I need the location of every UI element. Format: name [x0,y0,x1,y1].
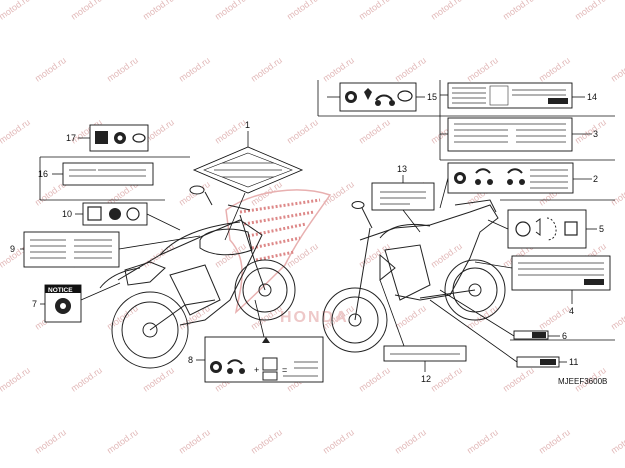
label-12 [383,345,467,362]
watermark-text: motod.ru [429,365,464,394]
watermark-text: motod.ru [249,55,284,84]
svg-text:+: + [254,365,259,375]
label-11 [516,356,560,368]
watermark-text: motod.ru [609,179,625,208]
label-13 [371,182,435,211]
watermark-text: motod.ru [105,55,140,84]
watermark-text: motod.ru [465,303,500,332]
label-5 [507,209,587,249]
callout-6: 6 [562,331,567,341]
watermark-text: motod.ru [393,303,428,332]
brand-text: HONDA [280,309,349,326]
motorcycle-left-view [99,185,296,369]
watermark-text: motod.ru [69,0,104,22]
watermark-text: motod.ru [609,303,625,332]
callout-2: 2 [593,174,598,184]
callout-15: 15 [427,92,437,102]
callout-1: 1 [245,120,250,130]
callout-8: 8 [188,355,193,365]
callout-12: 12 [421,374,431,384]
watermark-text: motod.ru [429,0,464,22]
watermark-text: motod.ru [0,365,32,394]
callout-9: 9 [10,244,15,254]
watermark-text: motod.ru [321,55,356,84]
callout-17: 17 [66,133,76,143]
notice-text: NOTICE [48,287,73,294]
frame-lines [39,80,615,341]
callout-11: 11 [569,357,578,367]
label-9 [23,231,120,268]
watermark-text: motod.ru [537,55,572,84]
leader-lines [20,94,597,372]
watermark-text: motod.ru [249,427,284,456]
callout-7: 7 [32,299,37,309]
watermark-text: motod.ru [393,427,428,456]
label-15 [339,82,417,112]
callout-14: 14 [587,92,597,102]
callout-3: 3 [593,129,598,139]
watermark-text: motod.ru [537,427,572,456]
watermark-text: motod.ru [105,427,140,456]
callout-5: 5 [599,224,604,234]
watermark-text: motod.ru [33,427,68,456]
watermark-text: motod.ru [609,55,625,84]
label-1-diamond [192,146,304,194]
watermark-text: motod.ru [285,117,320,146]
watermark-text: motod.ru [213,0,248,22]
callout-16: 16 [38,169,48,179]
watermark-text: motod.ru [573,117,608,146]
label-3 [447,117,573,152]
watermark-text: motod.ru [501,365,536,394]
label-16 [62,162,154,186]
label-2 [447,162,574,194]
callout-numbers: 1 2 3 4 5 6 7 8 9 10 11 12 13 14 15 16 1… [10,92,604,384]
watermark-text: motod.ru [141,0,176,22]
watermark-text: motod.ru [285,0,320,22]
label-17 [89,124,149,152]
watermark-text: motod.ru [213,241,248,270]
watermark-text: motod.ru [501,0,536,22]
watermark-text: motod.ru [0,0,32,22]
watermark-text: motod.ru [69,365,104,394]
honda-wing-logo: HONDA [225,189,349,326]
watermark-text: motod.ru [33,55,68,84]
label-10 [82,202,148,226]
watermark-text: motod.ru [393,55,428,84]
motorcycle-right-view [322,199,506,353]
watermark-text: motod.ru [177,55,212,84]
diagram-code: MJEEF3600B [558,377,607,386]
callout-13: 13 [397,164,407,174]
watermark-text: motod.ru [465,55,500,84]
label-14 [447,82,573,109]
label-8: + = [204,336,324,383]
callout-10: 10 [62,209,72,219]
watermark-text: motod.ru [465,427,500,456]
watermark-text: motod.ru [357,117,392,146]
watermark-text: motod.ru [213,117,248,146]
label-4 [511,255,611,291]
watermark-text: motod.ru [537,303,572,332]
watermark-text: motod.ru [141,365,176,394]
callout-4: 4 [569,306,574,316]
watermark-text: motod.ru [357,0,392,22]
watermark-text: motod.ru [357,365,392,394]
label-6 [513,330,549,340]
label-7-notice: NOTICE [44,284,82,323]
watermark-text: motod.ru [609,427,625,456]
watermark-text: motod.ru [573,0,608,22]
svg-text:=: = [282,365,287,375]
watermark-text: motod.ru [177,427,212,456]
watermark-text: motod.ru [0,117,32,146]
watermark-text: motod.ru [321,427,356,456]
